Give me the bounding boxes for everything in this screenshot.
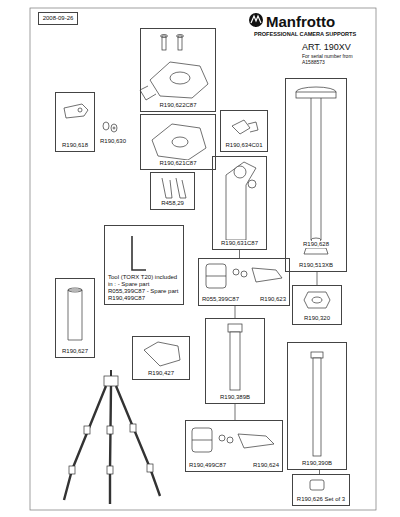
part-number: R055,399C87 (201, 296, 240, 303)
part-box: R190,618 (55, 92, 95, 152)
part-box: R190,628R190,513XB (285, 78, 347, 272)
connector-line (235, 404, 236, 420)
washer-part (103, 122, 117, 132)
casting-part (226, 162, 256, 240)
part-number: R190,626 Set of 3 (296, 496, 346, 503)
part-box: R190,389B (205, 318, 265, 404)
note-text: Tool (TORX T20) included in : - Spare pa… (107, 274, 181, 302)
foot-part (310, 480, 324, 490)
label-row: R190,499C87 R190,624 (188, 462, 280, 469)
part-box: R190,499C87 R190,624 (185, 420, 283, 472)
page-frame (30, 8, 376, 510)
bracket-part (144, 342, 180, 366)
part-number: R190,627 (61, 348, 89, 355)
part-number: R190,624 (252, 462, 280, 469)
tube-part (68, 290, 82, 340)
leg-lock-part (206, 264, 282, 288)
part-box: R190,626 Set of 3 (292, 474, 350, 506)
leg-section-part (228, 324, 242, 390)
connector-line (317, 272, 318, 285)
part-box: R190,627 (55, 278, 95, 358)
part-box: R190,622C87 (140, 28, 216, 112)
part-number: R190,621C87 (158, 160, 197, 167)
logo-icon (249, 13, 263, 27)
part-number: R190,622C87 (158, 102, 197, 109)
part-box: 2008-09-26 (38, 12, 78, 25)
part-number: R190,499C87 (188, 462, 227, 469)
part-number: R190,320 (303, 315, 331, 322)
header-text: PROFESSIONAL CAMERA SUPPORTS (254, 31, 356, 37)
part-number: R190,630 (100, 138, 126, 145)
header-text: For serial number from A1588573 (302, 54, 354, 66)
spring-part (162, 178, 186, 198)
part-box: R458,29 (150, 172, 195, 210)
part-number: R190,513XB (298, 262, 334, 269)
part-number: R190,618 (61, 142, 89, 149)
part-number: R458,29 (160, 200, 185, 207)
part-box: Tool (TORX T20) included in : - Spare pa… (104, 225, 184, 305)
part-number: R190,427 (147, 370, 175, 377)
brand-name: Manfrotto (266, 13, 335, 30)
part-number: R190,634C01 (224, 142, 263, 149)
part-number: R190,389B (219, 394, 251, 401)
leg-section-part (311, 352, 323, 456)
part-number: R190,623 (259, 296, 287, 303)
connector-line (235, 306, 236, 318)
part-number: 2008-09-26 (42, 15, 75, 22)
top-plate-part (140, 35, 208, 101)
leg-lock-part (192, 428, 274, 452)
part-box: R055,399C87 R190,623 (198, 258, 290, 306)
part-box: R190,427 (132, 336, 190, 380)
part-number: R190,631C87 (220, 240, 259, 247)
column-lock-part (152, 124, 206, 160)
label-row: R055,399C87 R190,623 (201, 296, 287, 303)
lever-part (64, 104, 88, 118)
part-box: R190,631C87 (212, 156, 267, 250)
part-number: R190,628 (302, 241, 330, 248)
tripod-figure (64, 370, 160, 504)
header-text: ART. 190XV (302, 42, 351, 52)
part-box: R190,390B (287, 342, 347, 470)
connector-line (239, 250, 240, 258)
hex-key-tool (132, 236, 146, 270)
part-box: R190,634C01 (220, 110, 268, 152)
part-box: R190,621C87 (140, 114, 216, 170)
nut-part (304, 292, 330, 308)
clip-part (232, 120, 258, 134)
part-number: R190,390B (301, 460, 333, 467)
part-box: R190,320 (292, 285, 342, 325)
center-column-part (296, 87, 336, 254)
